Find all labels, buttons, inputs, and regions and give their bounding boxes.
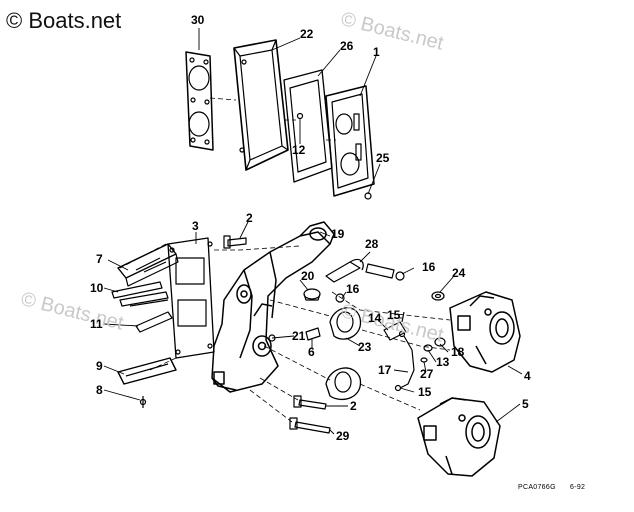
watermark-main: © Boats.net [6, 8, 122, 33]
hose-part-28 [325, 258, 395, 283]
callout-29: 29 [336, 429, 350, 443]
cover-part-22 [233, 39, 289, 171]
bolt-part-29 [289, 417, 331, 434]
screw-part-15-upper [401, 311, 405, 323]
reed-petals-part-10 [111, 281, 169, 307]
drawing-code: PCA0766G [518, 484, 556, 491]
callout-24: 24 [452, 266, 466, 280]
screw-part-15-lower [394, 384, 402, 392]
callout-10: 10 [90, 281, 104, 295]
drawing-date: 6-92 [570, 484, 586, 491]
callout-20: 20 [301, 269, 315, 283]
bolt-part-2-lower [293, 395, 327, 410]
screw-part-8 [139, 396, 147, 408]
reed-stop-part-11 [135, 311, 173, 333]
plate-part-1 [325, 85, 375, 200]
callout-15-upper: 15 [387, 308, 401, 322]
cap-part-20 [303, 288, 321, 301]
callout-18: 18 [451, 345, 465, 359]
fitting-part-6 [305, 327, 321, 341]
callout-30: 30 [191, 13, 205, 27]
carburetor-part-5 [417, 397, 501, 477]
washer-part-24 [431, 291, 445, 301]
clip-part-16-lower [335, 293, 345, 303]
callout-17: 17 [378, 363, 392, 377]
clip-part-16-upper [395, 271, 405, 281]
callout-5: 5 [522, 397, 529, 411]
callout-12: 12 [292, 143, 306, 157]
callout-16-lower: 16 [346, 282, 360, 296]
gasket-part-30 [185, 51, 214, 151]
callout-9: 9 [96, 359, 103, 373]
callout-27: 27 [420, 367, 434, 381]
washer-part-27 [420, 357, 428, 363]
callout-13: 13 [436, 355, 450, 369]
callout-28: 28 [365, 237, 379, 251]
alignment-dashes [119, 97, 451, 423]
gasket-part-23-lower [325, 367, 362, 401]
rod-part-17 [399, 335, 415, 389]
gasket-part-26 [283, 69, 333, 183]
callout-8: 8 [96, 383, 103, 397]
spring-part-18 [434, 337, 446, 347]
callout-2-upper: 2 [246, 211, 253, 225]
callout-2-lower: 2 [350, 399, 357, 413]
intake-manifold-housing [211, 221, 335, 393]
callout-16-upper: 16 [422, 260, 436, 274]
carburetor-part-4 [449, 291, 521, 373]
callout-11: 11 [90, 317, 103, 331]
gasket-part-23-upper [329, 307, 362, 340]
callout-6: 6 [308, 345, 315, 359]
bolt-part-2-upper [223, 235, 247, 249]
gasket-part-3 [167, 237, 215, 359]
leader-lines [103, 28, 523, 435]
callout-4: 4 [524, 369, 531, 383]
callout-3: 3 [192, 219, 199, 233]
callout-19: 19 [331, 227, 345, 241]
callout-14: 14 [368, 311, 382, 325]
plate-part-9 [117, 357, 177, 385]
callout-22: 22 [300, 27, 314, 41]
callout-23: 23 [358, 340, 372, 354]
callout-7: 7 [96, 252, 103, 266]
linkage-part-14 [383, 321, 407, 341]
callout-26: 26 [340, 39, 354, 53]
callout-25: 25 [376, 151, 390, 165]
callout-21: 21 [292, 329, 306, 343]
callout-1: 1 [373, 45, 380, 59]
callout-15-lower: 15 [418, 385, 432, 399]
